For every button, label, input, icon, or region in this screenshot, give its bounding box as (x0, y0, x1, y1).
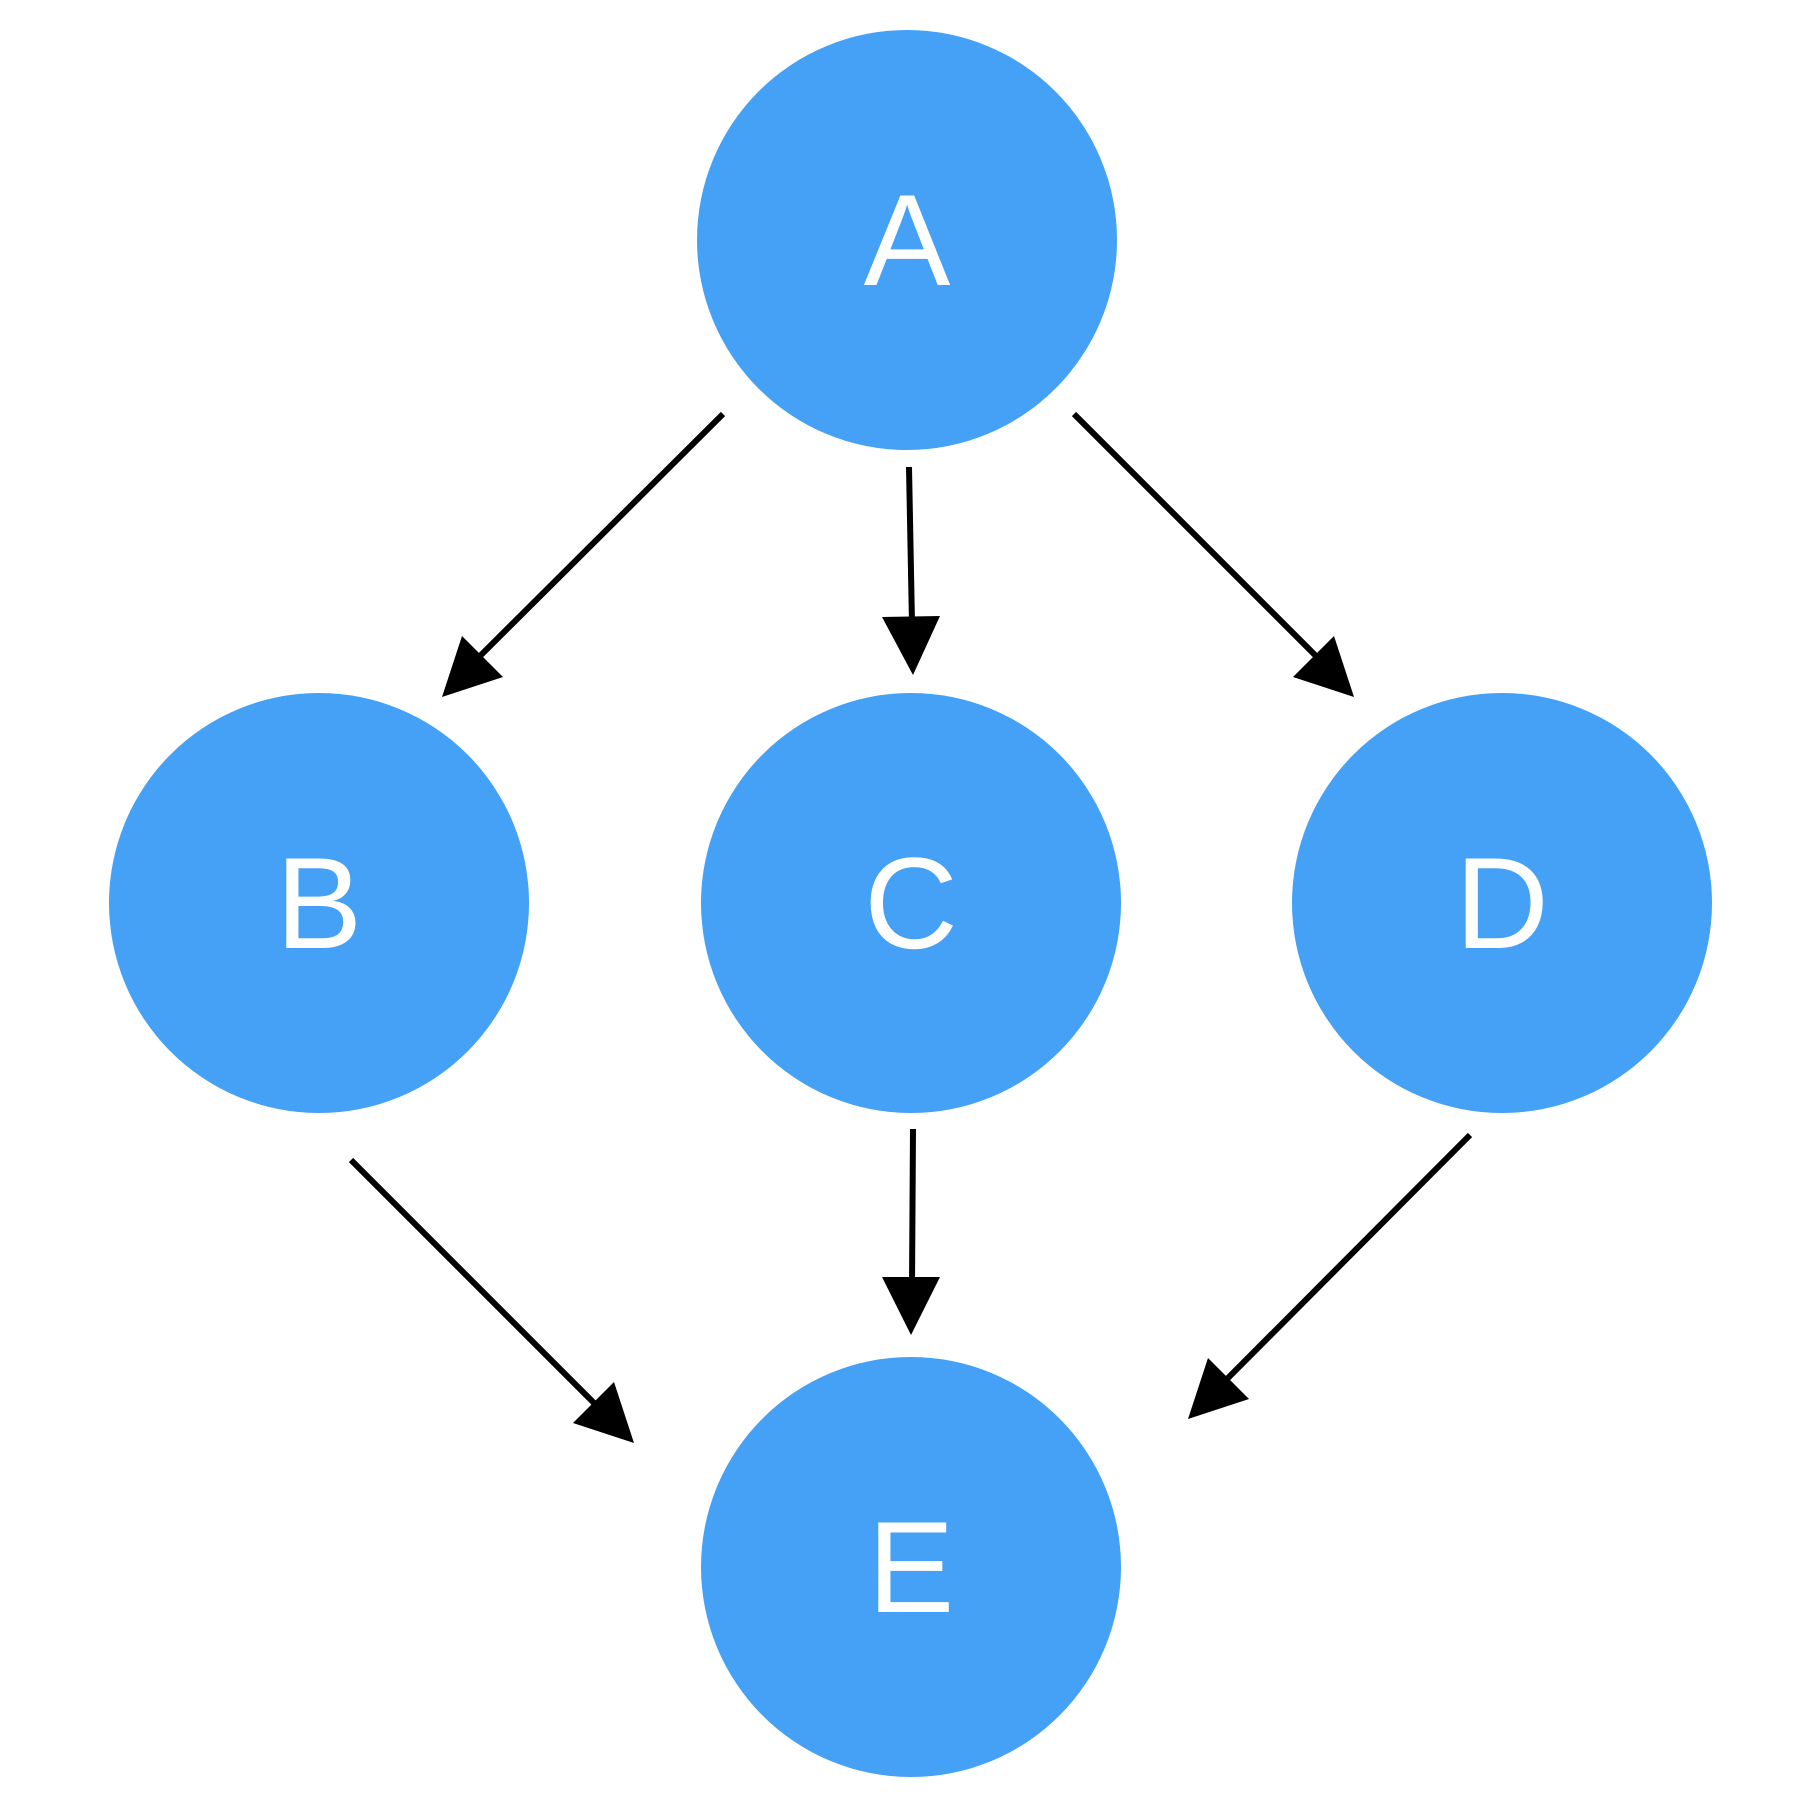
node-c-circle (701, 693, 1121, 1113)
node-a-circle (697, 30, 1117, 450)
node-b-circle (109, 693, 529, 1113)
node-d[interactable]: D (1292, 693, 1712, 1113)
edge-d-to-e-arrowhead (1188, 1358, 1249, 1419)
node-e-label: E (868, 1494, 955, 1640)
edge-b-to-e-arrowhead (573, 1382, 634, 1443)
node-b[interactable]: B (109, 693, 529, 1113)
node-d-label: D (1455, 830, 1549, 976)
node-b-label: B (276, 830, 363, 976)
edge-a-to-b-line (473, 411, 726, 663)
node-c[interactable]: C (701, 693, 1121, 1113)
node-e[interactable]: E (701, 1357, 1121, 1777)
edge-a-to-d (1071, 411, 1354, 697)
edge-c-to-e (882, 1128, 940, 1335)
edge-a-to-b (442, 411, 726, 697)
edge-c-to-e-arrowhead (882, 1277, 940, 1335)
edge-d-to-e-line (1222, 1132, 1473, 1384)
edge-c-to-e-line (909, 1128, 916, 1287)
edge-d-to-e (1188, 1132, 1473, 1419)
edge-b-to-e-line (348, 1157, 600, 1409)
edges-group (348, 411, 1473, 1443)
node-c-label: C (864, 830, 958, 976)
edge-a-to-b-arrowhead (442, 636, 503, 697)
node-e-circle (701, 1357, 1121, 1777)
edge-a-to-d-line (1071, 411, 1323, 663)
edge-a-to-c-arrowhead (882, 616, 940, 675)
node-a-label: A (864, 167, 951, 313)
edge-a-to-c-line (906, 466, 915, 625)
node-d-circle (1292, 693, 1712, 1113)
node-a[interactable]: A (697, 30, 1117, 450)
edge-a-to-c (882, 466, 940, 675)
edge-b-to-e (348, 1157, 634, 1443)
edge-a-to-d-arrowhead (1293, 636, 1354, 697)
